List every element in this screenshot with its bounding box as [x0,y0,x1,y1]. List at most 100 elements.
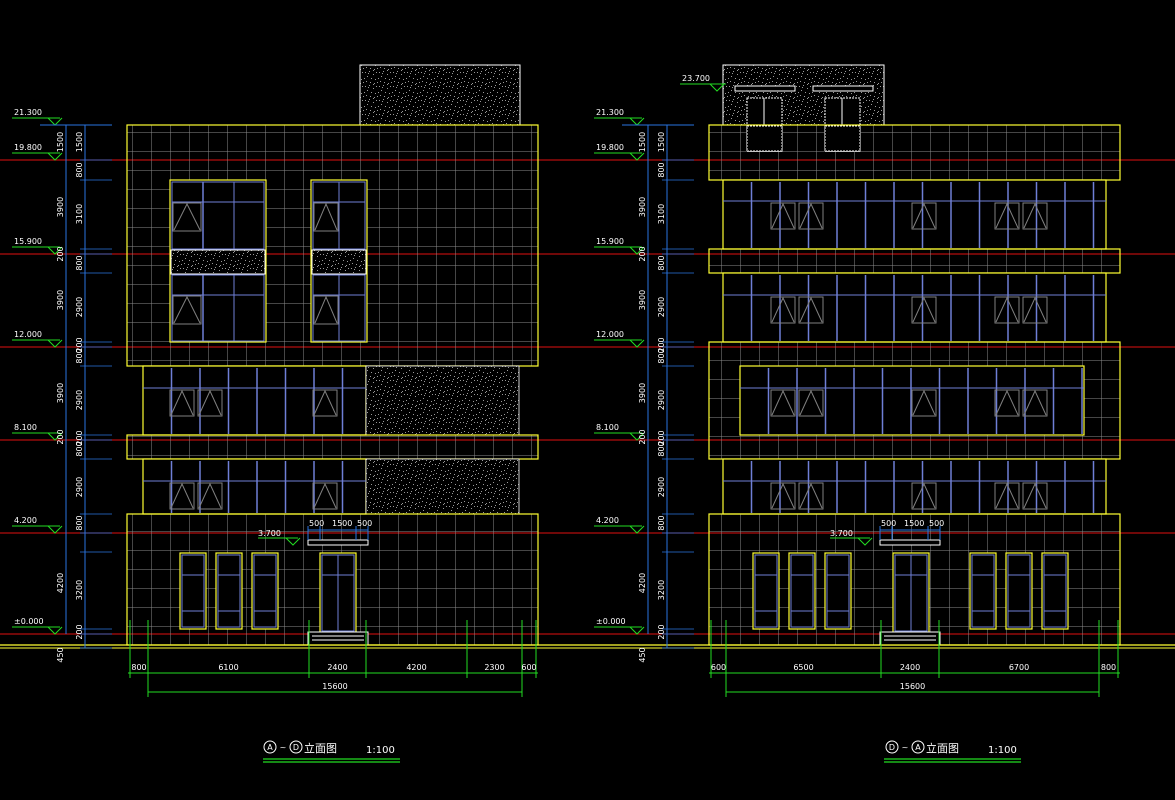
level-marker-triangle [629,432,645,441]
level-label: 12.000 [596,330,624,339]
dimension-label: 800 [75,515,84,530]
vent-opening-symbol [799,482,823,509]
level-label: ±0.000 [596,617,626,626]
level-marker-triangle [47,246,63,255]
canopy-level-label: 3.700 [258,529,281,538]
vent-opening-symbol [771,296,795,323]
vent-opening-symbol [313,482,337,509]
vent-opening-symbol [771,202,795,229]
tall-window [969,552,997,630]
vent-opening-symbol [995,482,1019,509]
upper-window-left [169,179,267,343]
level-marker-triangle [857,537,873,546]
dimension-label: 800 [75,348,84,363]
axis-label-from: D [889,743,895,752]
level-label: 19.800 [14,143,42,152]
level-marker-triangle [47,626,63,635]
dimension-label: 800 [657,162,666,177]
dimension-label: 800 [657,441,666,456]
dimension-label: 3900 [56,197,65,217]
dimension-label: 500 [357,519,372,528]
vent-opening-symbol [995,296,1019,323]
dimension-label: 2900 [75,477,84,497]
vent-opening-symbol [198,389,222,416]
roof-canopy-right [812,85,874,92]
axis-bubble-from [263,740,277,754]
level-label: 15.900 [14,237,42,246]
dimension-label: 800 [657,515,666,530]
ground-floor-windows [179,552,357,634]
dimension-label: 800 [657,255,666,270]
dimension-label: 4200 [406,663,426,672]
tall-window [788,552,816,630]
dimension-label: 3200 [75,580,84,600]
dimension-label: 2400 [327,663,347,672]
window-frame [1043,554,1067,628]
dimension-label: 450 [56,647,65,662]
dimension-label: 800 [75,255,84,270]
vent-opening-symbol [198,482,222,509]
axis-bubble-from [885,740,899,754]
dimension-label: 1500 [904,519,924,528]
window-frame [1007,554,1031,628]
level-marker-triangle [629,525,645,534]
vent-opening-symbol [170,389,194,416]
level-marker-triangle [629,117,645,126]
dimension-label: 2900 [75,390,84,410]
vent-opening-symbol [912,296,936,323]
vent-opening-symbol [995,202,1019,229]
dimension-label: 200 [75,430,84,445]
window-frame [217,554,241,628]
vent-opening-symbol [1023,296,1047,323]
entrance-canopy [307,539,369,546]
vent-opening-symbol [771,389,795,416]
curtain-wall-floor4 [722,272,1107,343]
vent-opening-symbol [912,202,936,229]
vent-opening-symbol [1023,389,1047,416]
level-marker-triangle [629,626,645,635]
dimension-label: 800 [1101,663,1116,672]
level-marker-triangle [629,152,645,161]
dimension-label: 800 [657,348,666,363]
axis-bubble-to [911,740,925,754]
vent-opening-symbol [170,482,194,509]
vent-opening-symbol [995,389,1019,416]
vent-opening-symbol [771,482,795,509]
curtain-wall-floor5 [722,179,1107,250]
window-frame [253,554,277,628]
scale-label: 1:100 [988,745,1017,756]
dimension-label: 3900 [638,383,647,403]
dimension-label: 2900 [657,477,666,497]
tall-window [1005,552,1033,630]
entrance-steps [307,631,369,646]
level-marker-triangle [285,537,301,546]
dimension-label: 200 [75,337,84,352]
dimension-label: 3900 [638,197,647,217]
view-title: 立面图 [304,741,337,755]
curtain-wall-mullions [143,368,366,513]
dimension-label: 800 [75,441,84,456]
elevation-rear [708,64,1121,646]
tall-window [251,552,279,630]
axis-bubble-to [289,740,303,754]
dimension-label: 200 [75,624,84,639]
dimension-label: 800 [75,162,84,177]
tall-window [179,552,207,630]
scale-label: 1:100 [366,745,395,756]
dimension-label: 600 [711,663,726,672]
vent-opening-symbol [799,389,823,416]
level-label: 4.200 [596,516,619,525]
vent-opening-symbol [799,202,823,229]
level-label: 21.300 [14,108,42,117]
stair-tower-top [359,64,521,126]
dimension-label: 1500 [332,519,352,528]
dimension-label: 3900 [638,290,647,310]
dimension-label: 200 [638,246,647,261]
dimension-label: 6100 [218,663,238,672]
elevation-front [126,64,539,646]
level-marker-triangle [47,152,63,161]
level-label: 23.700 [682,74,710,83]
axis-label-to: D [293,743,299,752]
curtain-wall-floor3 [142,365,367,436]
